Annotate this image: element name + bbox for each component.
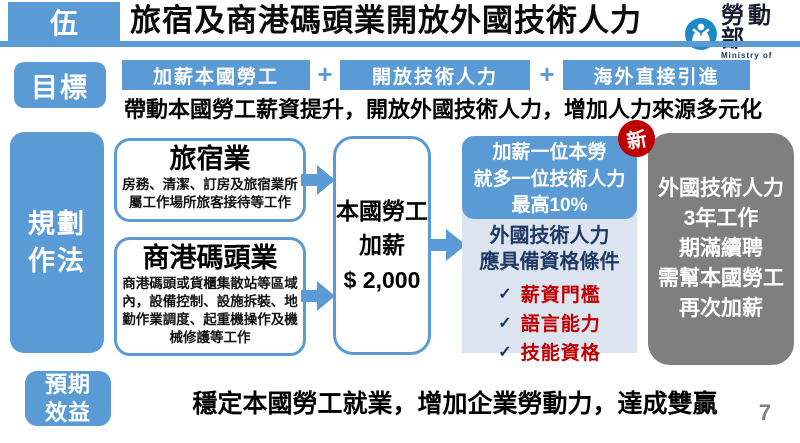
header-divider — [0, 41, 800, 47]
goal-item-overseas-recruit: 海外直接引進 — [563, 60, 750, 90]
incentive-line3: 最高10% — [511, 195, 588, 217]
renewal-line5: 再次加薪 — [679, 296, 763, 320]
page-title: 旅宿及商港碼頭業開放外國技術人力 — [130, 3, 642, 38]
goal-item-open-technical: 開放技術人力 — [340, 60, 530, 90]
renewal-line1: 外國技術人力 — [658, 177, 784, 201]
hotel-industry-title: 旅宿業 — [169, 144, 251, 174]
outcome-label-line2: 效益 — [44, 399, 91, 425]
qualification-title-line2: 應具備資格條件 — [479, 251, 620, 273]
qualification-item-salary: ✓ 薪資門檻 — [462, 279, 637, 308]
arrow-right-icon — [301, 163, 335, 202]
plan-label-line2: 作法 — [28, 245, 86, 276]
section-number: 伍 — [49, 8, 78, 39]
qualification-content: 外國技術人力 應具備資格條件 ✓ 薪資門檻 ✓ 語言能力 ✓ 技能資格 — [462, 219, 637, 366]
expected-benefit-label: 預期 效益 — [25, 371, 111, 426]
renewal-line3: 期滿續聘 — [679, 237, 763, 261]
incentive-box: 加薪一位本勞 就多一位技術人力 最高10% — [462, 136, 637, 219]
renewal-line2: 3年工作 — [683, 207, 759, 231]
check-icon: ✓ — [498, 343, 512, 361]
plan-label-line1: 規劃 — [28, 209, 86, 240]
goal-label: 目標 — [14, 62, 106, 108]
incentive-line1: 加薪一位本勞 — [492, 142, 607, 163]
plus-sign: + — [539, 58, 555, 89]
raise-line2: 加薪 — [359, 232, 405, 259]
port-industry-title: 商港碼頭業 — [142, 243, 278, 273]
raise-line1: 本國勞工 — [336, 197, 428, 224]
plus-sign: + — [317, 58, 333, 89]
logo-text: 勞動部 Ministry of Labor — [721, 4, 800, 68]
goal-summary-text: 帶動本國勞工薪資提升，開放外國技術人力，增加人力來源多元化 — [124, 97, 763, 122]
plan-method-label: 規劃 作法 — [10, 132, 104, 353]
hotel-industry-desc: 房務、清潔、訂房及旅宿業所屬工作場所旅客接待等工作 — [122, 177, 298, 211]
qualification-item-skill: ✓ 技能資格 — [462, 337, 637, 366]
incentive-line2: 就多一位技術人力 — [473, 168, 626, 190]
port-industry-desc: 商港碼頭或貨櫃集散站等區域內，設備控制、設施拆裝、地勤作業調度、起重機操作及機械… — [122, 276, 298, 345]
expected-benefit-text: 穩定本國勞工就業，增加企業勞動力，達成雙贏 — [192, 390, 718, 418]
page-number: 7 — [758, 400, 772, 425]
arrow-right-icon — [301, 279, 335, 318]
check-icon: ✓ — [498, 314, 512, 332]
goal-item-raise-domestic: 加薪本國勞工 — [122, 60, 310, 90]
ministry-of-labor-logo: 勞動部 Ministry of Labor — [684, 4, 800, 68]
ministry-logo-icon — [684, 17, 718, 56]
qualification-item-label: 語言能力 — [520, 314, 601, 335]
check-icon: ✓ — [498, 285, 512, 303]
domestic-worker-raise-box: 本國勞工 加薪 $ 2,000 — [333, 136, 431, 355]
qualification-item-language: ✓ 語言能力 — [462, 308, 637, 337]
renewal-line4: 需幫本國勞工 — [658, 266, 784, 290]
section-number-tab: 伍 — [8, 2, 120, 42]
qualification-item-label: 技能資格 — [520, 343, 601, 364]
qualification-list: ✓ 薪資門檻 ✓ 語言能力 ✓ 技能資格 — [462, 279, 637, 366]
port-industry-box: 商港碼頭業 商港碼頭或貨櫃集散站等區域內，設備控制、設施拆裝、地勤作業調度、起重… — [114, 237, 306, 356]
qualification-title-line1: 外國技術人力 — [489, 225, 610, 247]
outcome-label-line1: 預期 — [44, 372, 91, 397]
hotel-industry-box: 旅宿業 房務、清潔、訂房及旅宿業所屬工作場所旅客接待等工作 — [114, 138, 306, 222]
renewal-condition-box: 外國技術人力 3年工作 期滿續聘 需幫本國勞工 再次加薪 — [648, 133, 794, 365]
arrow-right-icon — [428, 227, 466, 268]
qualification-item-label: 薪資門檻 — [520, 285, 601, 306]
raise-amount: $ 2,000 — [343, 266, 421, 293]
qualification-title: 外國技術人力 應具備資格條件 — [462, 219, 637, 275]
